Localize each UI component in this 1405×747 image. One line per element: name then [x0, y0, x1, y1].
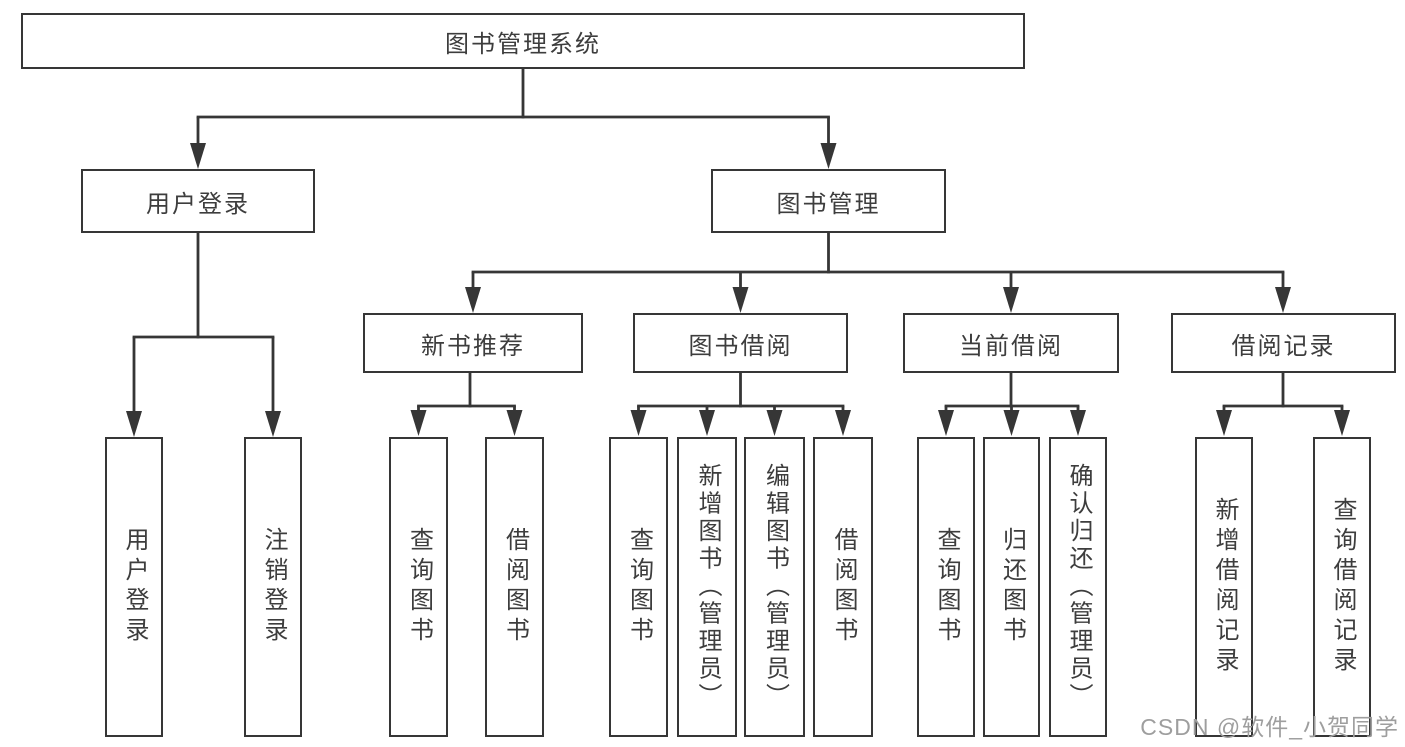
leaf-return-book-label: 归还图书: [998, 527, 1026, 647]
node-book-borrow-label: 图书借阅: [688, 332, 793, 360]
node-new-book-recommend: 新书推荐: [363, 313, 583, 373]
leaf-add-book-admin: 新增图书（管理员）: [677, 437, 737, 737]
leaf-query-borrow-record: 查询借阅记录: [1313, 437, 1371, 737]
node-book-management: 图书管理: [711, 169, 946, 233]
node-current-borrow: 当前借阅: [903, 313, 1119, 373]
leaf-query-books-current: 查询图书: [917, 437, 975, 737]
leaf-borrow-books-label: 借阅图书: [830, 527, 857, 647]
node-user-login-label: 用户登录: [146, 190, 250, 218]
leaf-query-books-recommend-label: 查询图书: [405, 527, 433, 647]
leaf-user-login-label: 用户登录: [121, 527, 148, 647]
leaf-query-books-recommend: 查询图书: [389, 437, 448, 737]
leaf-user-login: 用户登录: [105, 437, 163, 737]
node-borrow-records: 借阅记录: [1171, 313, 1396, 373]
leaf-confirm-return-admin-label: 确认归还（管理员）: [1065, 463, 1092, 711]
node-current-borrow-label: 当前借阅: [959, 332, 1063, 360]
leaf-borrow-books: 借阅图书: [813, 437, 873, 737]
leaf-query-books-current-label: 查询图书: [933, 527, 960, 647]
leaf-add-borrow-record-label: 新增借阅记录: [1211, 497, 1238, 677]
node-new-book-recommend-label: 新书推荐: [421, 332, 525, 360]
leaf-edit-book-admin: 编辑图书（管理员）: [744, 437, 805, 737]
leaf-logout-label: 注销登录: [260, 527, 287, 647]
leaf-borrow-books-recommend-label: 借阅图书: [501, 527, 529, 647]
leaf-edit-book-admin-label: 编辑图书（管理员）: [761, 463, 789, 711]
leaf-query-books-borrow-label: 查询图书: [625, 527, 653, 647]
node-borrow-records-label: 借阅记录: [1231, 332, 1336, 360]
leaf-query-borrow-record-label: 查询借阅记录: [1329, 497, 1356, 677]
leaf-add-borrow-record: 新增借阅记录: [1195, 437, 1253, 737]
leaf-borrow-books-recommend: 借阅图书: [485, 437, 544, 737]
csdn-watermark: CSDN @软件_小贺同学: [1140, 714, 1399, 740]
node-root-label: 图书管理系统: [445, 30, 601, 58]
leaf-confirm-return-admin: 确认归还（管理员）: [1049, 437, 1107, 737]
leaf-add-book-admin-label: 新增图书（管理员）: [694, 463, 721, 711]
leaf-logout: 注销登录: [244, 437, 302, 737]
node-book-management-label: 图书管理: [776, 190, 881, 218]
leaf-return-book: 归还图书: [983, 437, 1040, 737]
leaf-query-books-borrow: 查询图书: [609, 437, 668, 737]
node-root: 图书管理系统: [21, 13, 1025, 69]
node-book-borrow: 图书借阅: [633, 313, 848, 373]
node-user-login: 用户登录: [81, 169, 315, 233]
